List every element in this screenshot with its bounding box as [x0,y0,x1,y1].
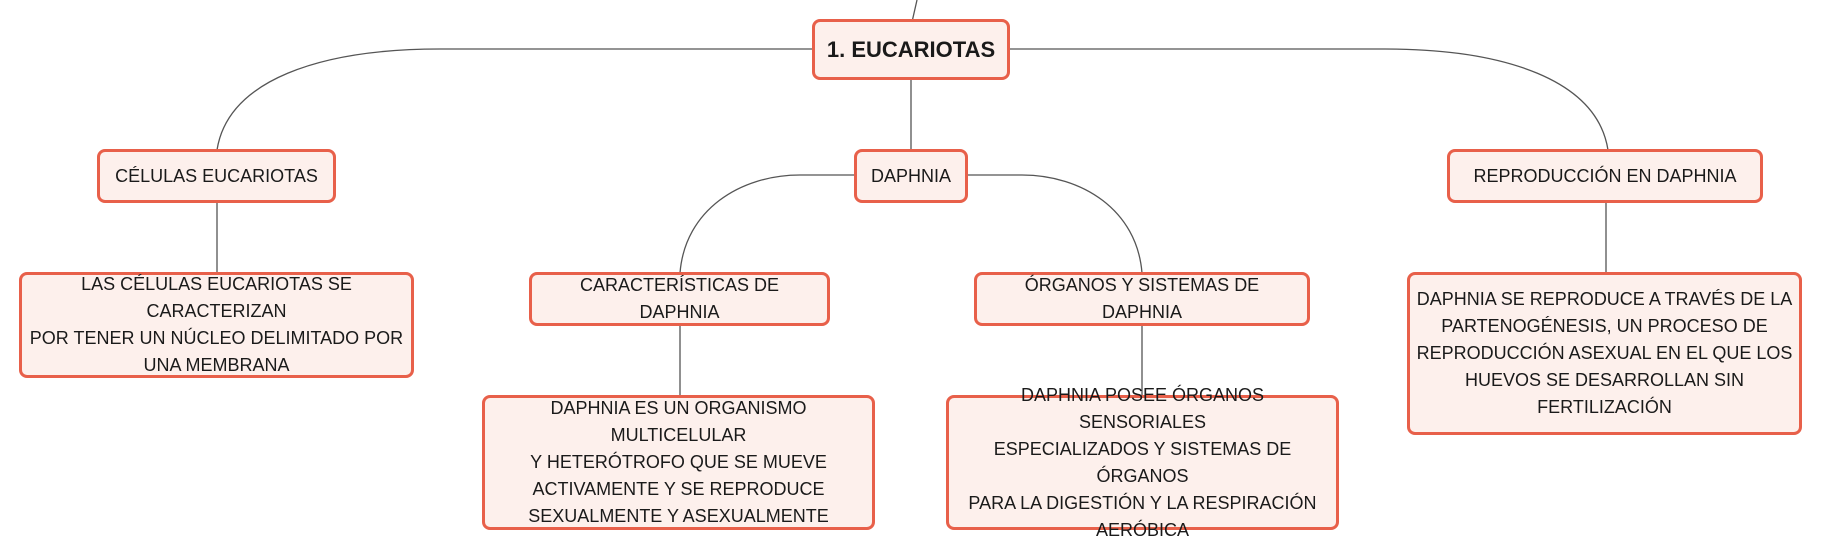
connector-daphnia-organos [967,174,1143,274]
node-daphnia[interactable]: DAPHNIA [854,149,968,203]
node-text: DAPHNIA SE REPRODUCE A TRAVÉS DE LA PART… [1416,289,1793,417]
connector-root-celulas [216,48,815,151]
node-organos-y-sistemas-de-daphnia[interactable]: ÓRGANOS Y SISTEMAS DE DAPHNIA [974,272,1310,326]
node-text: DAPHNIA ES UN ORGANISMO MULTICELULAR Y H… [528,398,829,526]
root-node-eucariotas[interactable]: 1. EUCARIOTAS [812,19,1010,80]
connector-daphnia-caracteristicas [679,174,855,274]
node-text: DAPHNIA POSEE ÓRGANOS SENSORIALES ESPECI… [968,384,1317,540]
node-celulas-detail[interactable]: LAS CÉLULAS EUCARIOTAS SE CARACTERIZAN P… [19,272,414,378]
node-reproduccion-detail[interactable]: DAPHNIA SE REPRODUCE A TRAVÉS DE LA PART… [1407,272,1802,435]
node-celulas-eucariotas[interactable]: CÉLULAS EUCARIOTAS [97,149,336,203]
node-caracteristicas-de-daphnia[interactable]: CARACTERÍSTICAS DE DAPHNIA [529,272,830,326]
node-text: LAS CÉLULAS EUCARIOTAS SE CARACTERIZAN P… [29,274,404,375]
node-label: REPRODUCCIÓN EN DAPHNIA [1473,165,1737,186]
root-node-label: 1. EUCARIOTAS [826,37,996,62]
connector-root-reproduccion [1010,48,1609,151]
node-organos-detail[interactable]: DAPHNIA POSEE ÓRGANOS SENSORIALES ESPECI… [946,385,1339,540]
connector-parent-root [911,0,918,23]
node-caracteristicas-detail[interactable]: DAPHNIA ES UN ORGANISMO MULTICELULAR Y H… [482,395,875,530]
node-reproduccion-en-daphnia[interactable]: REPRODUCCIÓN EN DAPHNIA [1447,149,1763,203]
node-label: DAPHNIA [870,165,951,186]
node-label: CÉLULAS EUCARIOTAS [115,165,318,186]
node-label: CARACTERÍSTICAS DE DAPHNIA [579,275,780,322]
node-label: ÓRGANOS Y SISTEMAS DE DAPHNIA [1024,275,1260,322]
